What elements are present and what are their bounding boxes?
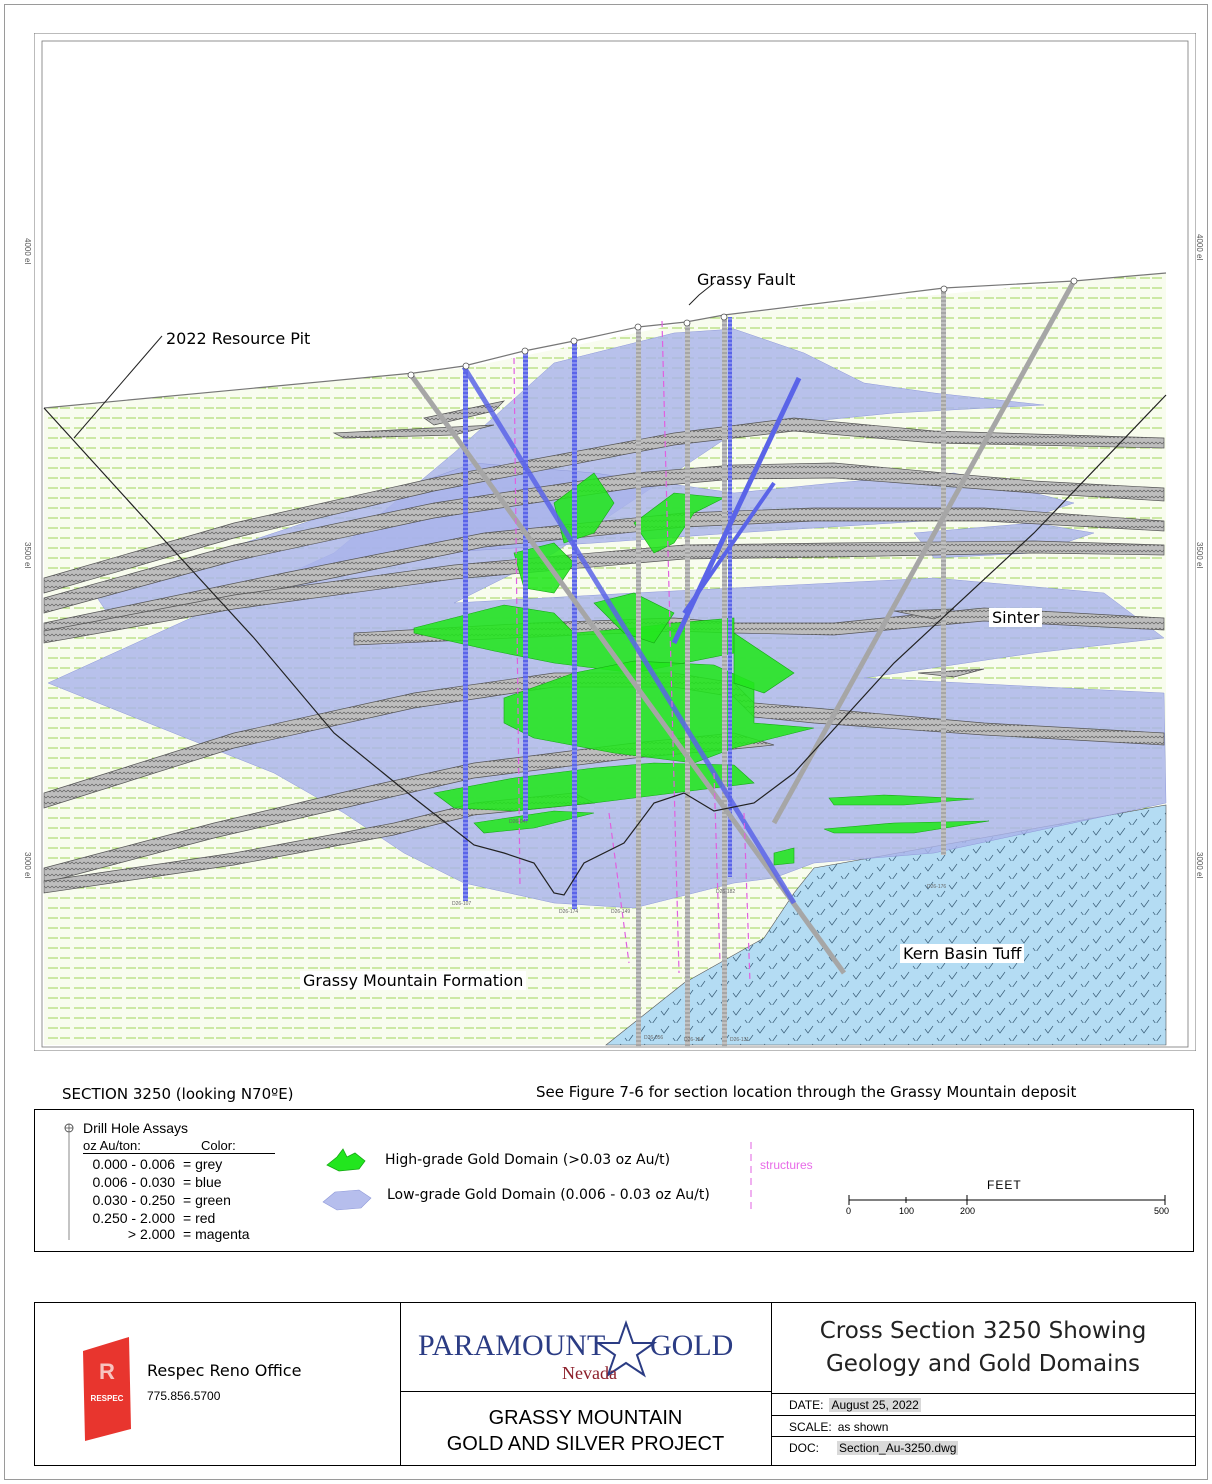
hole-id-label: D26-149 xyxy=(611,909,630,915)
grassy-fault-leader xyxy=(688,282,715,306)
high-grade-legend-label: High-grade Gold Domain (>0.03 oz Au/t) xyxy=(385,1152,671,1168)
drill-hole xyxy=(463,366,468,901)
hole-id-label: D26-107 xyxy=(452,901,471,907)
low-grade-swatch-icon xyxy=(322,1189,372,1211)
respec-logo: R RESPEC xyxy=(83,1337,131,1441)
legend-col-color: Color: xyxy=(201,1138,236,1153)
svg-text:R: R xyxy=(99,1359,115,1384)
structures-legend-label: structures xyxy=(760,1158,813,1172)
scale-field: SCALE:as shown xyxy=(789,1420,889,1434)
resource-pit-leader xyxy=(73,335,163,439)
svg-text:RESPEC: RESPEC xyxy=(91,1394,124,1403)
structures xyxy=(513,320,751,984)
svg-text:GOLD: GOLD xyxy=(650,1329,733,1362)
drill-hole xyxy=(408,373,847,975)
office-name: Respec Reno Office xyxy=(147,1361,302,1380)
drill-hole xyxy=(728,317,732,877)
drill-hole xyxy=(722,317,727,1047)
office-phone: 775.856.5700 xyxy=(147,1389,221,1403)
svg-text:PARAMOUNT: PARAMOUNT xyxy=(418,1329,605,1362)
kern-basin-tuff-label: Kern Basin Tuff xyxy=(900,944,1025,963)
drill-hole-symbol-icon xyxy=(64,1123,74,1240)
drill-hole xyxy=(523,351,528,821)
hole-id-label: D26-174 xyxy=(559,909,578,915)
elevation-label: 3000 el xyxy=(23,852,32,879)
hole-id-label: D26-182 xyxy=(716,889,735,895)
date-value: August 25, 2022 xyxy=(829,1398,921,1412)
section-note: See Figure 7-6 for section location thro… xyxy=(536,1083,1077,1101)
cross-section: D26-107 D26-047 D26-174 D26-149 D26-056 … xyxy=(34,33,1196,1051)
kern-basin-tuff xyxy=(605,804,1167,1046)
document-title: Cross Section 3250 Showing Geology and G… xyxy=(771,1315,1195,1381)
project-name: GRASSY MOUNTAIN GOLD AND SILVER PROJECT xyxy=(400,1405,771,1457)
elevation-label: 4000 el xyxy=(1195,234,1204,261)
scale-tick-label: 0 xyxy=(846,1206,852,1216)
collar-markers xyxy=(407,277,1078,379)
section-title: SECTION 3250 (looking N70ºE) xyxy=(62,1085,294,1103)
scale-value: as shown xyxy=(837,1420,889,1434)
legend: Drill Hole Assays oz Au/ton: Color: 0.00… xyxy=(34,1109,1194,1252)
document-title-line-1: Cross Section 3250 Showing xyxy=(819,1318,1147,1344)
drill-hole xyxy=(685,323,690,1047)
date-field: DATE:August 25, 2022 xyxy=(789,1398,921,1412)
grassy-mountain-formation-label: Grassy Mountain Formation xyxy=(300,971,527,990)
grassy-fault-label: Grassy Fault xyxy=(697,270,796,289)
scale-tick-label: 100 xyxy=(899,1206,915,1216)
drill-hole xyxy=(461,365,797,905)
resource-pit-outline xyxy=(43,394,1167,896)
drill-hole xyxy=(572,341,577,909)
project-line-1: GRASSY MOUNTAIN xyxy=(488,1407,683,1429)
hole-id-label: D26-154 xyxy=(684,1037,703,1043)
svg-text:Nevada: Nevada xyxy=(562,1363,617,1383)
elevation-label: 4000 el xyxy=(23,238,32,265)
hole-id-label: D26-056 xyxy=(644,1035,663,1041)
drill-hole xyxy=(941,289,946,855)
hole-id-label: D26-176 xyxy=(927,884,946,890)
project-line-2: GOLD AND SILVER PROJECT xyxy=(446,1433,725,1455)
resource-pit-label: 2022 Resource Pit xyxy=(166,329,311,348)
structure-swatch-icon xyxy=(750,1142,752,1212)
title-block: R RESPEC Respec Reno Office 775.856.5700… xyxy=(34,1302,1196,1466)
legend-title: Drill Hole Assays xyxy=(83,1120,189,1136)
scale-tick-label: 500 xyxy=(1154,1206,1170,1216)
doc-field: DOC:Section_Au-3250.dwg xyxy=(789,1441,959,1455)
drill-hole xyxy=(682,481,776,615)
elevation-label: 3500 el xyxy=(23,542,32,569)
hole-id-label: D26-131 xyxy=(730,1037,749,1043)
high-grade-swatch-icon xyxy=(326,1148,366,1172)
scale-tick-label: 200 xyxy=(960,1206,976,1216)
drill-hole xyxy=(771,279,1077,825)
low-grade-legend-label: Low-grade Gold Domain (0.006 - 0.03 oz A… xyxy=(387,1187,710,1203)
page-frame xyxy=(4,4,1208,1480)
scale-bar xyxy=(848,1195,1166,1205)
legend-header: oz Au/ton: Color: xyxy=(83,1138,275,1154)
drill-holes xyxy=(408,279,1077,1047)
scale-bar-unit: FEET xyxy=(987,1178,1022,1192)
document-title-line-2: Geology and Gold Domains xyxy=(825,1351,1141,1377)
elevation-label: 3500 el xyxy=(1195,542,1204,569)
paramount-gold-logo: PARAMOUNT GOLD Nevada xyxy=(418,1319,733,1383)
doc-value: Section_Au-3250.dwg xyxy=(837,1441,959,1455)
elevation-label: 3000 el xyxy=(1195,852,1204,879)
hole-id-label: D26-047 xyxy=(509,819,528,825)
legend-col-range: oz Au/ton: xyxy=(83,1138,141,1153)
sinter-label: Sinter xyxy=(989,608,1043,627)
